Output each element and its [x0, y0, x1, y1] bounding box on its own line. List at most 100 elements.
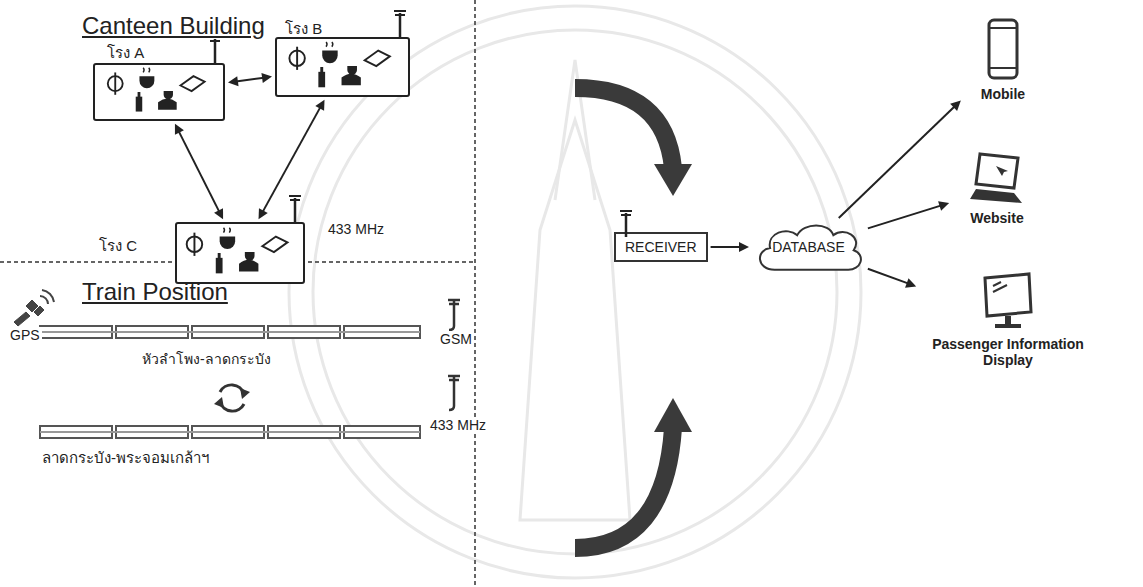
rect-shape: [218, 253, 221, 259]
line-shape: [214, 39, 217, 63]
section-title-box: Canteen Building: [80, 12, 267, 40]
line-shape: [989, 67, 1017, 69]
polygon-shape: [365, 51, 390, 66]
receiver-text: RECEIVER: [625, 239, 697, 255]
building-heading-box: โรง A: [107, 41, 144, 65]
line-shape: [993, 285, 1007, 292]
rect-shape: [138, 92, 141, 98]
polygon-shape: [654, 164, 692, 196]
polygon-shape: [240, 388, 250, 399]
connector-line: [868, 269, 909, 284]
building-heading-box: โรง B: [285, 17, 322, 41]
polygon-shape: [970, 189, 1022, 203]
line-shape: [296, 47, 298, 70]
building-heading: โรง B: [285, 20, 322, 37]
polygon-shape: [985, 274, 1031, 316]
route-label-box: หัวลำโพง-ลาดกระบัง: [140, 348, 273, 370]
path-shape: [996, 166, 1008, 176]
device-label: Passenger Information Display: [919, 336, 1097, 368]
rect-shape: [995, 324, 1021, 328]
connector-arrow: [868, 201, 949, 228]
polygon-shape: [654, 398, 692, 432]
monitor-icon: [979, 272, 1037, 332]
train-row-2: [40, 426, 420, 438]
gps-satellite: [14, 290, 54, 326]
path-shape: [449, 326, 454, 330]
frequency-label-box: 433 MHz: [326, 220, 386, 238]
line-shape: [395, 14, 405, 16]
receiver-box: RECEIVER: [614, 232, 708, 262]
antenna-symbol: [392, 7, 408, 39]
rect-shape: [136, 97, 143, 112]
line-shape: [989, 27, 1017, 29]
path-shape: [347, 66, 357, 75]
polygon-shape: [34, 306, 44, 316]
connector-arrow: [175, 124, 223, 220]
phone-icon: [986, 18, 1020, 82]
line-shape: [474, 0, 476, 587]
line-shape: [209, 36, 221, 38]
path-shape: [224, 228, 231, 233]
antenna-symbol: [618, 207, 634, 233]
path-shape: [143, 68, 150, 73]
food-icons: [277, 39, 408, 95]
polygon-shape: [262, 237, 287, 253]
path-shape: [139, 76, 154, 88]
line-shape: [449, 379, 459, 382]
line-shape: [621, 214, 631, 216]
rect-shape: [318, 72, 325, 87]
polygon-shape: [180, 76, 204, 91]
device-node: Website: [952, 150, 1042, 226]
path-shape: [575, 88, 673, 168]
connector-arrow: [868, 269, 916, 288]
path-shape: [40, 296, 48, 304]
line-shape: [399, 13, 402, 37]
antenna-symbol: [287, 192, 303, 224]
train-row-1: [40, 326, 420, 338]
gps-label: GPS: [8, 327, 42, 343]
flow-arrows: [575, 88, 692, 548]
canteen-box: โรง B: [275, 37, 410, 97]
circle-shape: [313, 30, 837, 554]
device-label: Mobile: [963, 86, 1043, 102]
building-heading-box: โรง C: [99, 234, 137, 258]
database-text-box: DATABASE: [772, 239, 845, 255]
path-shape: [326, 42, 333, 47]
database-text: DATABASE: [772, 239, 845, 255]
line-shape: [449, 303, 459, 306]
gps-label-box: GPS: [8, 326, 42, 344]
cloud-path: [760, 225, 861, 269]
gsm-label: GSM: [438, 331, 474, 347]
device-node: Passenger Information Display: [919, 272, 1097, 368]
line-shape: [289, 195, 301, 197]
canteen-box: โรง C: [175, 222, 305, 284]
canteen-box: โรง A: [93, 63, 225, 121]
connector-arrow: [259, 100, 325, 220]
frequency-label: 433 MHz: [428, 417, 488, 433]
gsm-antenna: [448, 300, 460, 330]
rect-shape: [989, 20, 1017, 78]
line-shape: [40, 431, 420, 433]
rect-shape: [216, 258, 223, 274]
rect-shape: [320, 67, 323, 73]
connector-line: [868, 205, 942, 228]
path-shape: [42, 290, 54, 302]
antenna-symbol: [207, 33, 223, 65]
path-shape: [342, 74, 361, 86]
frequency-label-box: 433 MHz: [428, 416, 488, 434]
database-cloud: DATABASE: [752, 220, 865, 274]
line-shape: [448, 299, 460, 302]
connector-arrow: [839, 101, 961, 218]
line-shape: [993, 282, 1001, 286]
radio-antenna: [448, 376, 460, 410]
frequency-label: 433 MHz: [326, 221, 386, 237]
connector-arrow: [228, 73, 272, 86]
building-heading: โรง A: [107, 44, 144, 61]
device-node: Mobile: [963, 18, 1043, 102]
polygon-shape: [14, 312, 30, 326]
line-shape: [193, 233, 195, 256]
route-label: หัวลำโพง-ลาดกระบัง: [140, 351, 273, 367]
rect-shape: [1005, 316, 1011, 324]
line-shape: [294, 198, 297, 222]
